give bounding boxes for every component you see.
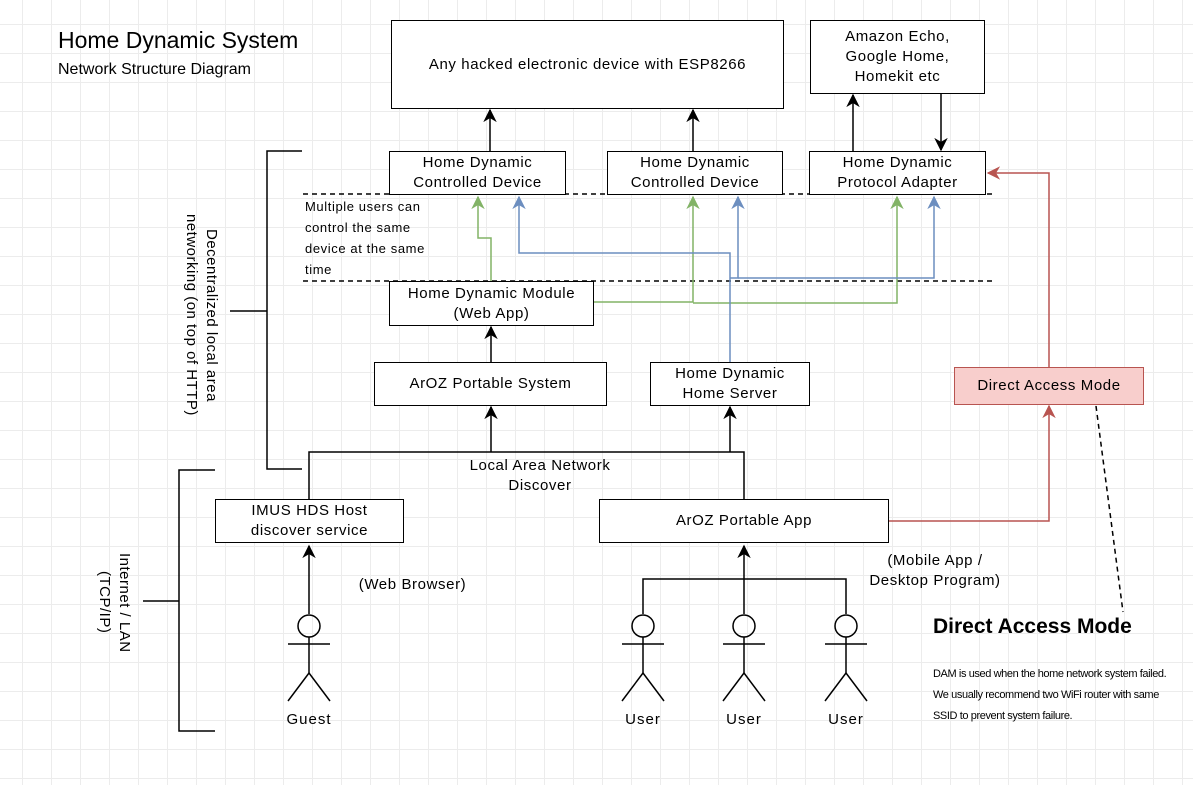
lan-discover-label: Local Area Network Discover bbox=[469, 457, 611, 494]
red-link-dam-to-adapter bbox=[986, 166, 1050, 367]
actor-user-1-figure bbox=[621, 614, 665, 702]
diagram-title: Home Dynamic System bbox=[58, 27, 299, 53]
node-smart-assistants[interactable]: Amazon Echo, Google Home, Homekit etc bbox=[810, 20, 985, 94]
actor-user-2-figure bbox=[722, 614, 766, 702]
mobile-desktop-label: (Mobile App / Desktop Program) bbox=[869, 552, 1001, 589]
green-link-module-cd1 bbox=[471, 195, 492, 281]
node-controlled-device-2[interactable]: Home Dynamic Controlled Device bbox=[607, 151, 783, 195]
multi-user-note: Multiple users can control the same devi… bbox=[305, 199, 425, 277]
decentralized-networking-label: Decentralized local area networking (on … bbox=[183, 214, 220, 416]
red-link-app-to-dam bbox=[889, 404, 1056, 522]
actor-user-1-label: User bbox=[625, 711, 661, 728]
node-aroz-portable-system[interactable]: ArOZ Portable System bbox=[374, 362, 607, 406]
blue-link-server-adapter bbox=[738, 195, 941, 279]
node-direct-access-mode[interactable]: Direct Access Mode bbox=[954, 367, 1144, 405]
green-link-module-adapter bbox=[693, 195, 904, 304]
node-esp-device[interactable]: Any hacked electronic device with ESP826… bbox=[391, 20, 784, 109]
lan-discover-line bbox=[308, 451, 745, 500]
node-protocol-adapter[interactable]: Home Dynamic Protocol Adapter bbox=[809, 151, 986, 195]
blue-link-server-cd2 bbox=[730, 195, 745, 279]
node-imus-hds-host[interactable]: IMUS HDS Host discover service bbox=[215, 499, 404, 543]
actor-user-3-label: User bbox=[828, 711, 864, 728]
diagram-subtitle: Network Structure Diagram bbox=[58, 61, 251, 78]
actor-user-3-figure bbox=[824, 614, 868, 702]
users-merge-line bbox=[642, 546, 847, 614]
bracket-internet bbox=[143, 469, 215, 732]
actor-guest-figure bbox=[287, 614, 331, 702]
web-browser-label: (Web Browser) bbox=[358, 576, 467, 593]
bracket-decentralized bbox=[230, 150, 302, 470]
node-controlled-device-1[interactable]: Home Dynamic Controlled Device bbox=[389, 151, 566, 195]
blue-link-server-cd1 bbox=[512, 195, 731, 362]
actor-user-2-label: User bbox=[726, 711, 762, 728]
internet-lan-label: Internet / LAN (TCP/IP) bbox=[96, 552, 133, 653]
green-link-module-cd2 bbox=[594, 195, 700, 303]
node-aroz-portable-app[interactable]: ArOZ Portable App bbox=[599, 499, 889, 543]
actor-guest-label: Guest bbox=[286, 711, 332, 728]
dam-note-link bbox=[1095, 405, 1124, 613]
node-home-server[interactable]: Home Dynamic Home Server bbox=[650, 362, 810, 406]
dam-note-text: DAM is used when the home network system… bbox=[933, 668, 1167, 722]
node-home-dynamic-module[interactable]: Home Dynamic Module (Web App) bbox=[389, 281, 594, 326]
dam-note-title: Direct Access Mode bbox=[933, 615, 1132, 638]
